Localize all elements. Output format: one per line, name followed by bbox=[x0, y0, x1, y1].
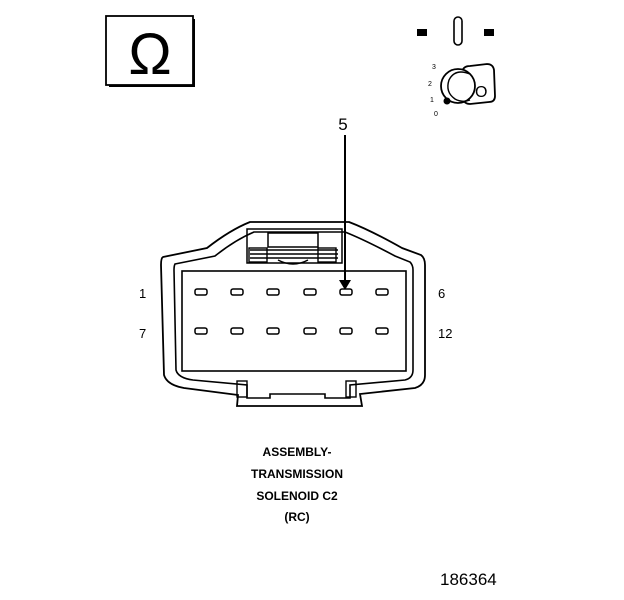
pin-label-6: 6 bbox=[438, 286, 445, 301]
cavity-callout: 5 bbox=[338, 115, 351, 290]
pin-cavity bbox=[230, 288, 244, 296]
bottom-key-right bbox=[345, 380, 357, 398]
latch-slot bbox=[267, 232, 319, 248]
latch-tab-left bbox=[248, 247, 268, 263]
pin-cavity bbox=[266, 288, 280, 296]
connector-body bbox=[160, 221, 426, 407]
pin-cavity bbox=[303, 327, 317, 335]
caption-line-3: SOLENOID C2 bbox=[256, 489, 338, 503]
caption-line-1: ASSEMBLY- bbox=[262, 445, 332, 459]
caption-line-2: TRANSMISSION bbox=[250, 467, 343, 481]
connector-inner-shell bbox=[173, 231, 414, 399]
cavity-row-top bbox=[194, 288, 389, 296]
ohm-box bbox=[105, 15, 194, 86]
connector-outer-shell bbox=[160, 221, 426, 407]
pin-cavity bbox=[230, 327, 244, 335]
bottom-key-left bbox=[236, 380, 248, 398]
pin-cavity bbox=[339, 327, 353, 335]
key-position-label: 2 bbox=[428, 81, 432, 88]
pin-cavity bbox=[194, 288, 208, 296]
callout-number: 5 bbox=[338, 115, 347, 134]
ignition-key-symbol: O 3 2 1 0 bbox=[417, 16, 496, 118]
cavity-field bbox=[181, 270, 407, 372]
pin-label-12: 12 bbox=[438, 326, 452, 341]
key-position-label: 1 bbox=[430, 97, 434, 104]
pin-label-7: 7 bbox=[139, 326, 146, 341]
key-cylinder-inner-icon bbox=[447, 71, 471, 102]
ohm-icon: Ω bbox=[128, 22, 171, 87]
pin-label-1: 1 bbox=[139, 286, 146, 301]
figure-id: 186364 bbox=[440, 570, 497, 589]
callout-arrowhead-icon bbox=[339, 280, 351, 290]
key-position-dot-icon bbox=[443, 97, 451, 105]
pin-cavity bbox=[266, 327, 280, 335]
pin-cavity bbox=[194, 327, 208, 335]
key-position-label: 0 bbox=[434, 111, 438, 118]
latch-hook bbox=[277, 259, 309, 265]
pin-cavity bbox=[375, 288, 389, 296]
latch-outer bbox=[246, 228, 343, 264]
pin-cavity bbox=[339, 288, 353, 296]
pin-cavity bbox=[303, 288, 317, 296]
ohmmeter-symbol: Ω bbox=[105, 15, 195, 87]
pin-cavity bbox=[375, 327, 389, 335]
off-dash-right-icon bbox=[484, 29, 494, 36]
key-position-label: 3 bbox=[432, 64, 436, 71]
off-bar-icon bbox=[453, 16, 463, 46]
cavity-row-bottom bbox=[194, 327, 389, 335]
caption-line-4: (RC) bbox=[284, 510, 310, 524]
key-letter-icon: O bbox=[475, 84, 487, 101]
key-cylinder-icon bbox=[440, 68, 476, 104]
latch-tab-right bbox=[317, 247, 337, 263]
off-dash-left-icon bbox=[417, 29, 427, 36]
